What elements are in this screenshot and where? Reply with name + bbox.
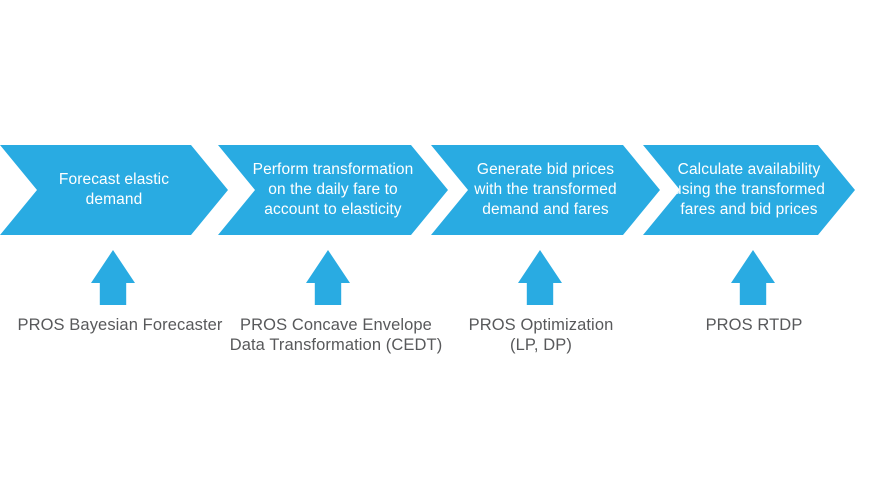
tool-label-rtdp: PROS RTDP — [705, 316, 803, 334]
up-arrow-icon — [518, 250, 562, 305]
chevron-step-2-label: Perform transformation on the daily fare… — [252, 161, 414, 218]
chevron-step-3-label: Generate bid prices with the transformed… — [474, 161, 617, 218]
tool-label-cedt: PROS Concave Envelope Data Transformatio… — [229, 316, 443, 354]
up-arrow-icon — [306, 250, 350, 305]
tool-label-bayesian-forecaster: PROS Bayesian Forecaster — [17, 316, 223, 334]
chevron-step-4: Calculate availability using the transfo… — [643, 145, 855, 235]
chevron-step-3: Generate bid prices with the transformed… — [431, 145, 660, 235]
up-arrow-icon — [91, 250, 135, 305]
chevron-step-1: Forecast elastic demand — [0, 145, 228, 235]
chevron-step-2: Perform transformation on the daily fare… — [218, 145, 448, 235]
tool-label-optimization: PROS Optimization (LP, DP) — [468, 316, 614, 354]
chevron-step-1-label: Forecast elastic demand — [58, 171, 170, 208]
chevron-step-4-label: Calculate availability using the transfo… — [672, 161, 825, 218]
up-arrow-icon — [731, 250, 775, 305]
